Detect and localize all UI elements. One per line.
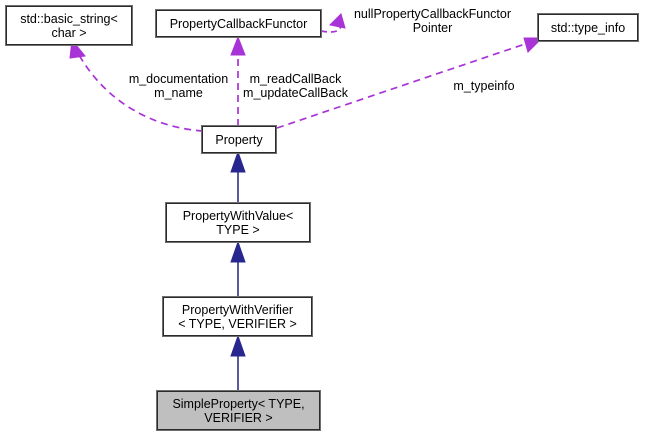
edge-simple-property-inherits-property-with-verifier	[230, 334, 246, 391]
class-node-std-type-info[interactable]: std::type_info	[537, 13, 639, 42]
class-node-simple-property[interactable]: SimpleProperty< TYPE, VERIFIER >	[156, 390, 321, 431]
edge-property-with-verifier-inherits-property-with-value	[230, 240, 246, 297]
class-node-property-callback-functor[interactable]: PropertyCallbackFunctor	[155, 9, 322, 38]
class-node-std-basic-string[interactable]: std::basic_string< char >	[5, 5, 133, 46]
class-node-property[interactable]: Property	[201, 125, 277, 154]
edge-property-with-value-inherits-property	[230, 150, 246, 203]
edge-label-m-documentation-m-name: m_documentation m_name	[128, 72, 229, 100]
class-node-property-with-verifier[interactable]: PropertyWithVerifier < TYPE, VERIFIER >	[162, 296, 313, 337]
edge-label-null-property-callback-functor-pointer: nullPropertyCallbackFunctor Pointer	[353, 7, 511, 35]
edge-label-m-typeinfo: m_typeinfo	[453, 79, 515, 93]
class-node-property-with-value[interactable]: PropertyWithValue< TYPE >	[165, 202, 311, 243]
edge-label-m-read-update-callback: m_readCallBack m_updateCallBack	[243, 72, 348, 100]
edge-callback-functor-self-loop	[320, 13, 346, 33]
